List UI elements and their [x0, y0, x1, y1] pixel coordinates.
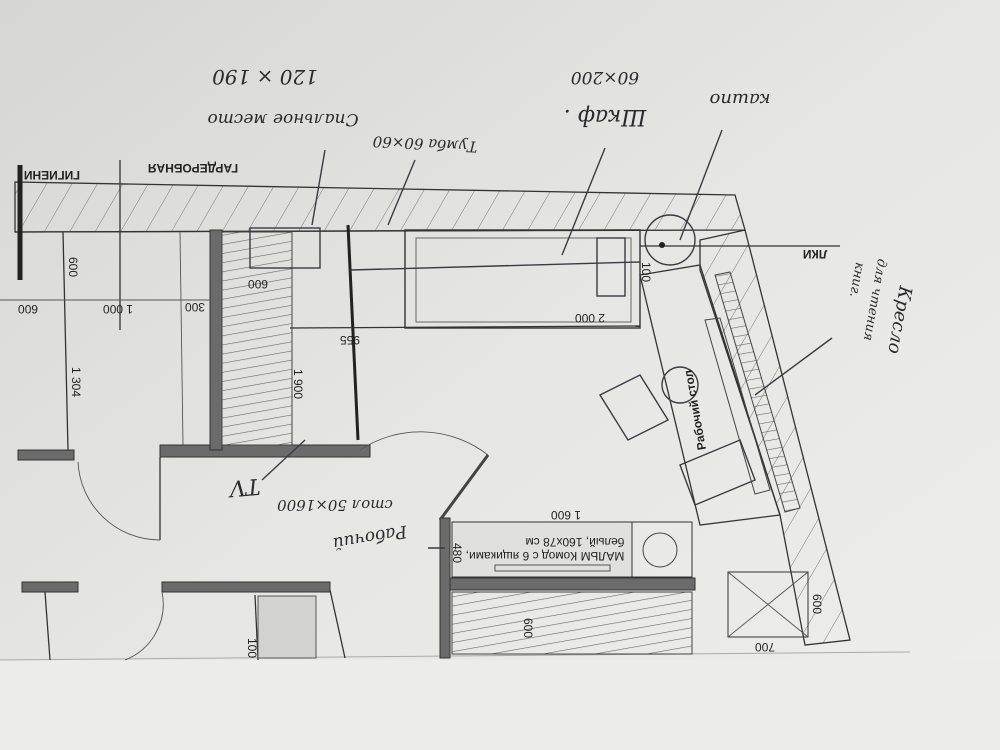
planter-circle — [644, 214, 696, 266]
desk-area — [598, 264, 801, 526]
dim-600-a: 600 — [66, 257, 80, 277]
dim-1600: 1 600 — [551, 508, 581, 522]
partition — [346, 224, 360, 441]
nightstand-note: Тумба 60×60 — [372, 132, 478, 155]
dim-2000: 2 000 — [575, 311, 605, 325]
paper-edge — [0, 651, 911, 661]
hygiene-room-label: ГИГИЕНИ — [24, 168, 80, 182]
annotation-arrows — [261, 129, 833, 549]
dim-1900: 1 900 — [291, 369, 305, 399]
dim-955: 955 — [340, 333, 360, 347]
planter-note: кашпо — [709, 89, 770, 110]
closet-shelves — [221, 231, 293, 446]
dim-1000: 1 000 — [103, 302, 133, 316]
wardrobe-label-note: Шкаф . — [564, 104, 648, 129]
lower-paper — [0, 660, 1000, 750]
armchair-note-3: книг. — [846, 261, 867, 298]
dim-100-a: 100 — [639, 262, 653, 282]
bed-size-note: 120 × 190 — [212, 65, 318, 89]
wardrobe-room-label: ГАРДЕРОБНАЯ — [148, 161, 238, 175]
dresser-block — [439, 517, 696, 659]
wardrobe-size-note: 60×200 — [571, 67, 640, 87]
bed — [349, 229, 641, 329]
dimension-labels: 600 600 1 000 300 600 1 304 1 900 955 2 … — [18, 257, 824, 658]
planter-center — [659, 242, 665, 248]
dim-300: 300 — [185, 300, 205, 314]
loggia-label: ЛКИ — [803, 247, 827, 261]
dim-600-e: 600 — [810, 594, 824, 614]
bed-pillow-sketch — [249, 227, 321, 269]
tv-note: TV — [226, 473, 261, 501]
dresser-label-1: МАЛЬМ Комод с 6 ящиками, — [466, 549, 625, 563]
bed-edge — [289, 325, 641, 329]
ventilation-box — [727, 571, 809, 638]
door-arc — [359, 431, 489, 456]
dim-700: 700 — [755, 640, 775, 654]
dim-600-d: 600 — [521, 618, 535, 638]
dim-480: 480 — [450, 543, 464, 563]
dim-600-c: 600 — [248, 277, 268, 291]
bed-label-note: Спальное место — [207, 109, 358, 129]
dim-1304: 1 304 — [69, 367, 83, 397]
desk-size-note: стол 50×1600 — [277, 496, 393, 514]
door-leaf — [438, 454, 490, 521]
left-rooms — [0, 229, 371, 661]
dresser-label-2: белый, 160x78 см — [526, 535, 625, 549]
dim-600-b: 600 — [18, 302, 38, 316]
dim-100-b: 100 — [245, 638, 259, 658]
